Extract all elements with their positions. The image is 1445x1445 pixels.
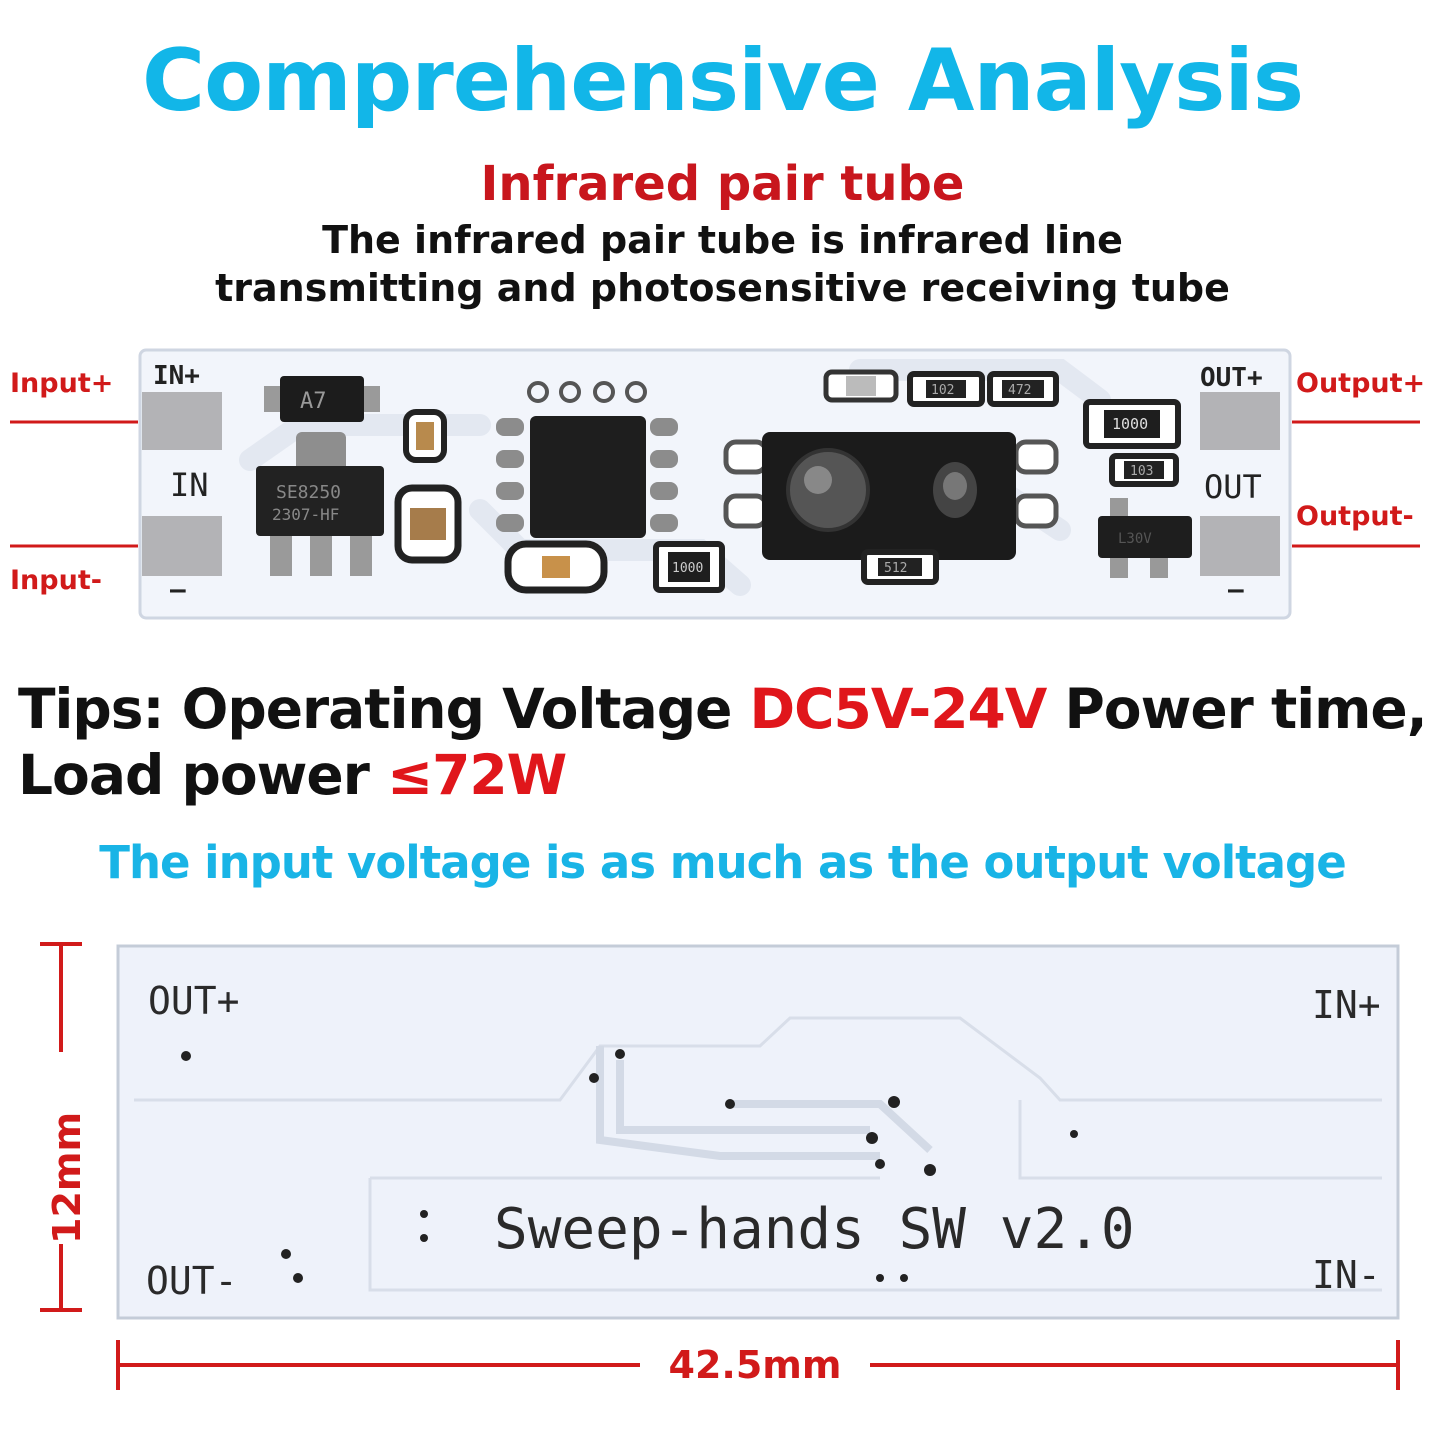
tips-prefix: Tips: Operating Voltage bbox=[18, 677, 750, 741]
resistor-1000b: 1000 bbox=[653, 541, 725, 593]
diode-marking: A7 bbox=[300, 389, 327, 414]
via bbox=[420, 1234, 428, 1242]
back-traces bbox=[134, 1016, 1382, 1292]
voltage-note: The input voltage is as much as the outp… bbox=[99, 836, 1346, 889]
via bbox=[888, 1096, 900, 1108]
copper-traces bbox=[239, 359, 1111, 596]
silk-out: OUT bbox=[1204, 468, 1262, 506]
back-board-figure: OUT+ OUT- IN+ IN- Sweep-hands SW v2.0 bbox=[40, 942, 1400, 1390]
voltage-regulator: SE8250 2307-HF bbox=[256, 432, 384, 576]
silk-out-plus: OUT+ bbox=[1200, 363, 1263, 393]
tips-text: Tips: Operating Voltage DC5V-24V Power t… bbox=[18, 676, 1438, 808]
resistor-512: 512 bbox=[861, 549, 939, 585]
input-plus-pad bbox=[142, 392, 222, 450]
operating-voltage: DC5V-24V bbox=[749, 677, 1048, 741]
front-board-figure: IN+ IN — OUT+ OUT — A7 SE8250 2307-HF bbox=[10, 348, 1420, 620]
tips-line-1: Tips: Operating Voltage DC5V-24V Power t… bbox=[18, 676, 1438, 742]
resistor-102: 102 bbox=[907, 371, 985, 407]
r1000b-marking: 1000 bbox=[672, 561, 703, 576]
capacitor-large bbox=[394, 484, 462, 564]
description-line-2: transmitting and photosensitive receivin… bbox=[215, 266, 1230, 310]
resistor-472: 472 bbox=[987, 371, 1059, 407]
via bbox=[875, 1159, 885, 1169]
via bbox=[615, 1049, 625, 1059]
output-plus-label: Output+ bbox=[1296, 368, 1426, 399]
input-minus-pad bbox=[142, 516, 222, 576]
r103-marking: 103 bbox=[1130, 464, 1153, 479]
via bbox=[924, 1164, 936, 1176]
section-subtitle: Infrared pair tube bbox=[480, 156, 965, 212]
led-component bbox=[823, 369, 899, 403]
r472-marking: 472 bbox=[1008, 383, 1031, 398]
via bbox=[876, 1274, 884, 1282]
via bbox=[293, 1273, 303, 1283]
section-description: The infrared pair tube is infrared line … bbox=[0, 216, 1445, 312]
output-minus-pad bbox=[1200, 516, 1280, 576]
output-minus-label: Output- bbox=[1296, 501, 1414, 532]
back-silk-out-minus: OUT- bbox=[146, 1259, 238, 1303]
regulator-marking-1: SE8250 bbox=[276, 482, 341, 503]
resistor-103: 103 bbox=[1109, 453, 1179, 487]
via bbox=[866, 1132, 878, 1144]
r512-marking: 512 bbox=[884, 561, 907, 576]
via bbox=[589, 1073, 599, 1083]
capacitor-bottom bbox=[504, 540, 608, 594]
via bbox=[725, 1099, 735, 1109]
resistor-1000a: 1000 bbox=[1083, 399, 1181, 449]
infrared-pair-tube bbox=[723, 432, 1059, 560]
regulator-marking-2: 2307-HF bbox=[272, 505, 339, 524]
tips-line-2: Load power ≤72W bbox=[18, 742, 1438, 808]
via bbox=[181, 1051, 191, 1061]
via bbox=[900, 1274, 908, 1282]
r1000a-marking: 1000 bbox=[1112, 415, 1148, 433]
height-label: 12mm bbox=[45, 1111, 89, 1244]
capacitor-top bbox=[403, 409, 447, 463]
diode-a7: A7 bbox=[264, 376, 380, 422]
tips-middle: Power time, bbox=[1046, 677, 1427, 741]
load-prefix: Load power bbox=[18, 743, 388, 807]
silk-in: IN bbox=[170, 466, 209, 504]
via bbox=[420, 1210, 428, 1218]
via bbox=[281, 1249, 291, 1259]
main-ic bbox=[496, 381, 678, 538]
back-silk-in-minus: IN- bbox=[1312, 1253, 1381, 1297]
back-silk-out-plus: OUT+ bbox=[148, 979, 240, 1023]
silk-out-minus: — bbox=[1228, 575, 1244, 605]
width-dimension bbox=[116, 1340, 1400, 1390]
back-silk-in-plus: IN+ bbox=[1312, 983, 1381, 1027]
width-label: 42.5mm bbox=[648, 1346, 862, 1384]
transistor-marking: L30V bbox=[1118, 531, 1152, 547]
transistor: L30V bbox=[1098, 498, 1192, 578]
load-power-value: ≤72W bbox=[387, 743, 567, 807]
r102-marking: 102 bbox=[931, 383, 954, 398]
ir-emitter bbox=[786, 448, 870, 532]
input-plus-label: Input+ bbox=[10, 368, 114, 399]
description-line-1: The infrared pair tube is infrared line bbox=[322, 218, 1123, 262]
board-name: Sweep-hands SW v2.0 bbox=[494, 1197, 1135, 1262]
output-plus-pad bbox=[1200, 392, 1280, 450]
page-title: Comprehensive Analysis bbox=[141, 31, 1304, 131]
back-lead-traces bbox=[596, 1046, 933, 1160]
silk-in-minus: — bbox=[170, 575, 186, 605]
input-minus-label: Input- bbox=[10, 565, 102, 596]
via bbox=[1070, 1130, 1078, 1138]
silk-in-plus: IN+ bbox=[153, 361, 200, 391]
